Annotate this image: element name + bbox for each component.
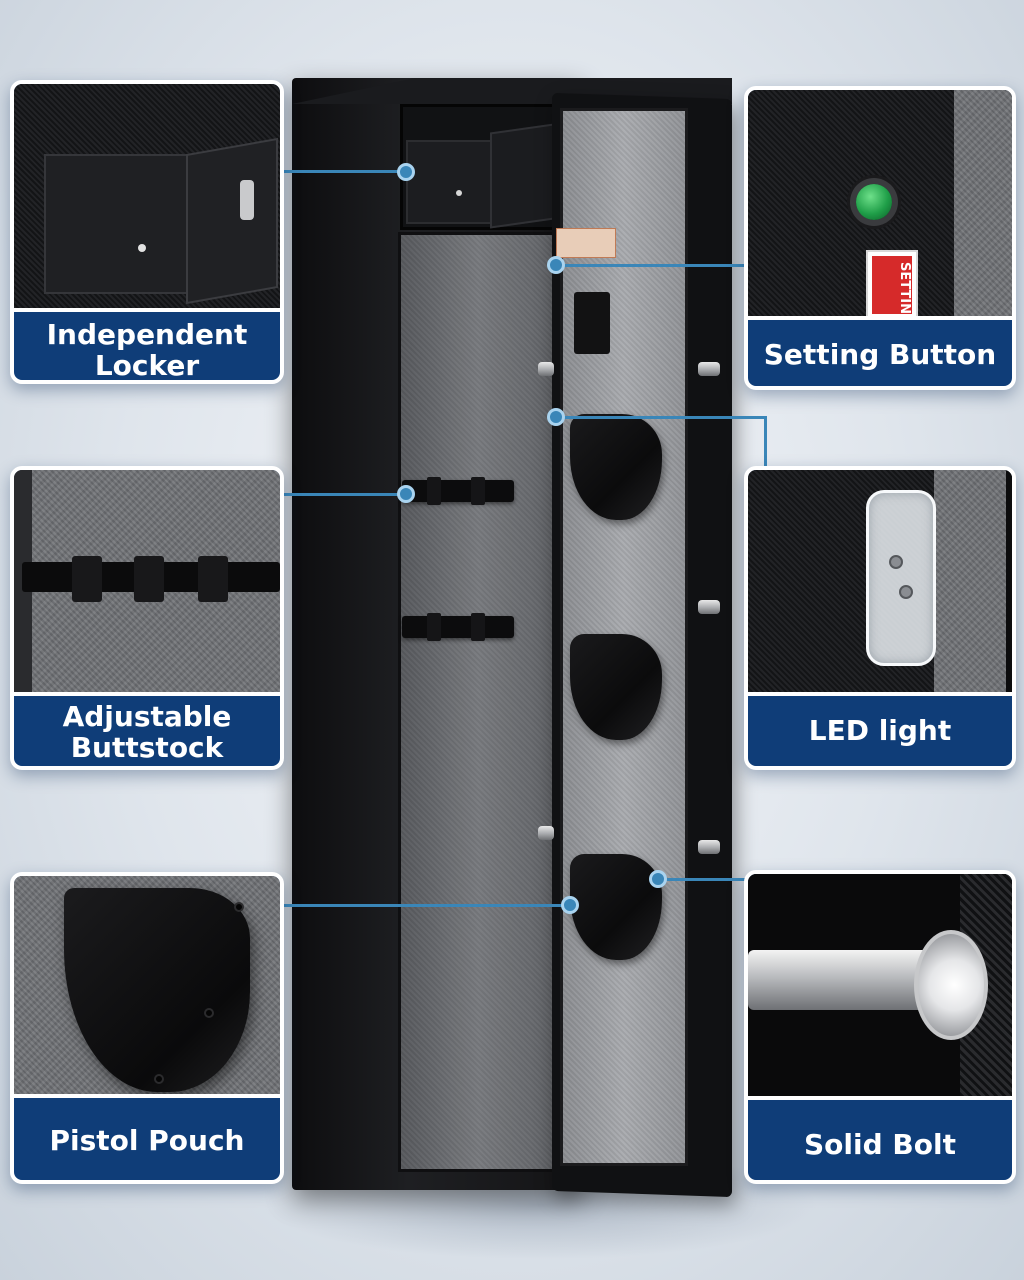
- photo-pistol-pouch: [14, 876, 280, 1098]
- buttstock-strap-lower: [402, 613, 514, 641]
- pouch-rivet: [204, 1008, 214, 1018]
- door-bolt-pin: [698, 362, 720, 376]
- card-label-independent-locker: Independent Locker: [14, 318, 280, 382]
- door-hinge-pin: [538, 826, 554, 840]
- label-line-2: Buttstock: [70, 730, 224, 764]
- card-setting-button: SETTIN Setting Button: [744, 86, 1016, 390]
- setting-tag-text: SETTIN: [872, 256, 912, 314]
- card-solid-bolt: Solid Bolt: [744, 870, 1016, 1184]
- interior-locker-keyhole: [456, 190, 462, 196]
- photo-solid-bolt: [748, 874, 1012, 1100]
- door-felt-edge: [934, 470, 1006, 692]
- photo-independent-locker: [14, 84, 280, 312]
- door-pistol-pouch: [570, 854, 662, 960]
- buttstock-strap-upper: [402, 477, 514, 505]
- door-warning-label: [556, 228, 616, 258]
- card-led-light: LED light: [744, 466, 1016, 770]
- label-line-1: Independent: [46, 318, 248, 351]
- keyhole-icon: [138, 244, 146, 252]
- strap-loop: [198, 556, 228, 602]
- label-line-1: Adjustable: [62, 700, 232, 733]
- led-chip: [889, 555, 903, 569]
- door-battery-box: [574, 292, 610, 354]
- locker-door: [186, 137, 278, 305]
- card-label-solid-bolt: Solid Bolt: [804, 1128, 956, 1161]
- door-felt-edge: [954, 90, 1012, 316]
- connector-dot-led-light: [547, 408, 565, 426]
- setting-tag: SETTIN: [866, 250, 918, 316]
- connector-dot-pistol-pouch: [561, 896, 579, 914]
- connector-dot-solid-bolt: [649, 870, 667, 888]
- connector-led-light-h: [556, 416, 766, 419]
- connector-led-light-v: [764, 416, 767, 468]
- lock-cam-icon: [240, 180, 254, 220]
- led-chip: [899, 585, 913, 599]
- door-pistol-pouch: [570, 414, 662, 520]
- green-push-button-icon: [856, 184, 892, 220]
- label-line-2: Locker: [94, 348, 200, 382]
- card-adjustable-buttstock: Adjustable Buttstock: [10, 466, 284, 770]
- door-bolt-pin: [698, 840, 720, 854]
- card-label-adjustable-buttstock: Adjustable Buttstock: [14, 700, 280, 764]
- pouch-rivet: [154, 1074, 164, 1084]
- connector-dot-setting-button: [547, 256, 565, 274]
- connector-adjustable-buttstock: [280, 493, 406, 496]
- door-bolt-pin: [698, 600, 720, 614]
- connector-pistol-pouch: [280, 904, 570, 907]
- connector-independent-locker: [280, 170, 406, 173]
- pistol-pouch-photo: [64, 888, 250, 1092]
- connector-solid-bolt: [658, 878, 748, 881]
- connector-setting-button: [556, 264, 746, 267]
- photo-led-light: [748, 470, 1012, 696]
- interior-locker-door: [490, 123, 554, 229]
- door-pistol-pouch: [570, 634, 662, 740]
- door-hinge-pin: [538, 362, 554, 376]
- led-lens-icon: [866, 490, 936, 666]
- strap-loop: [134, 556, 164, 602]
- safe-interior-felt: [398, 232, 558, 1172]
- photo-adjustable-buttstock: [14, 470, 280, 696]
- connector-dot-independent-locker: [397, 163, 415, 181]
- connector-dot-adjustable-buttstock: [397, 485, 415, 503]
- locker-compartment: [44, 154, 194, 294]
- strap-loop: [72, 556, 102, 602]
- card-label-led-light: LED light: [808, 714, 952, 747]
- card-label-pistol-pouch: Pistol Pouch: [49, 1124, 245, 1157]
- card-independent-locker: Independent Locker: [10, 80, 284, 384]
- card-label-setting-button: Setting Button: [763, 338, 997, 371]
- pouch-rivet: [234, 902, 244, 912]
- steel-bolt-icon: [914, 930, 988, 1040]
- door-edge: [1006, 470, 1012, 692]
- interior-locker-box: [406, 140, 496, 224]
- photo-setting-button: SETTIN: [748, 90, 1012, 320]
- card-pistol-pouch: Pistol Pouch: [10, 872, 284, 1184]
- bolt-shaft: [748, 950, 938, 1010]
